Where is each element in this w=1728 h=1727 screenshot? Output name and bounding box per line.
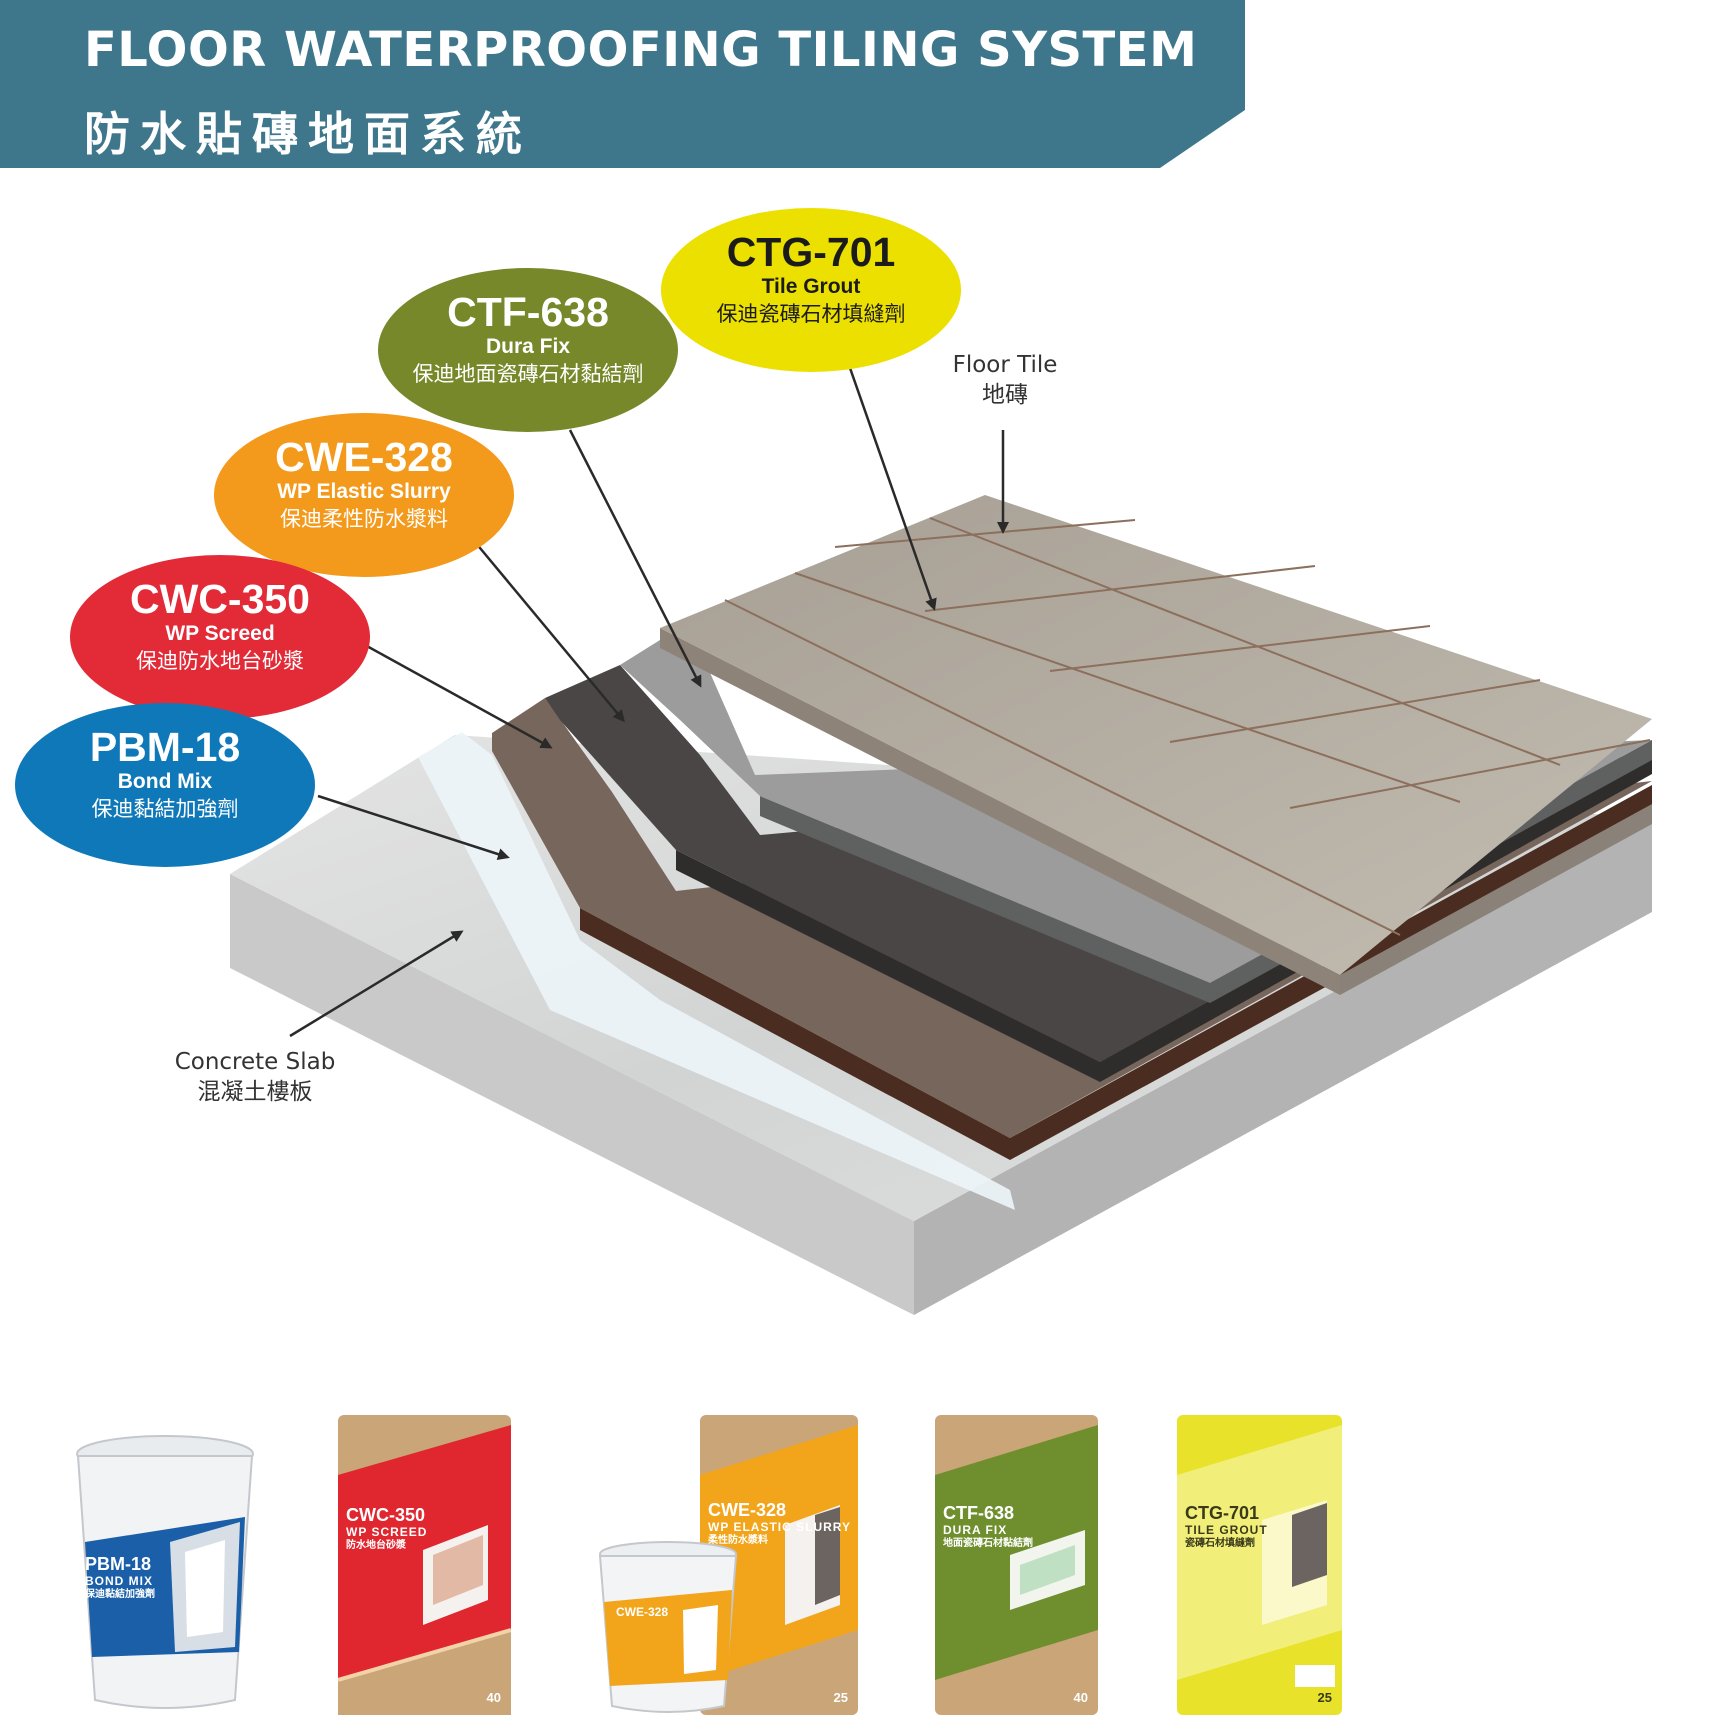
ctf-638-weight: 40 xyxy=(1073,1690,1088,1705)
banner-shape xyxy=(0,0,1245,168)
pbm-18-bucket-label: PBM-18 BOND MIX 保迪黏結加強劑 xyxy=(85,1554,155,1600)
cwe-328-bucket: CWE-328 xyxy=(598,1540,738,1715)
concrete-slab-side-left xyxy=(230,874,914,1315)
ctf-638-bag: CTF-638 DURA FIX 地面瓷磚石材黏結劑 40 xyxy=(935,1415,1098,1715)
cwc-350-name-en: WP Screed xyxy=(165,622,275,645)
cwe-328-code: CWE-328 xyxy=(275,434,453,480)
concrete-slab-label: Concrete Slab 混凝土樓板 xyxy=(150,1047,360,1107)
ctg-701-name-en: Tile Grout xyxy=(761,275,861,298)
cwe-328-callout: CWE-328 WP Elastic Slurry 保迪柔性防水漿料 xyxy=(214,435,514,533)
pbm-18-callout: PBM-18 Bond Mix 保迪黏結加強劑 xyxy=(15,725,315,823)
ctg-701-callout: CTG-701 Tile Grout 保迪瓷磚石材填縫劑 xyxy=(661,230,961,328)
pbm-18-bucket-graphic xyxy=(76,1435,254,1709)
ctg-701-bag-graphic xyxy=(1177,1415,1342,1715)
ctg-701-name-zh: 保迪瓷磚石材填縫劑 xyxy=(716,302,906,326)
ctg-701-weight: 25 xyxy=(1317,1690,1332,1705)
page-title: FLOOR WATERPROOFING TILING SYSTEM xyxy=(84,22,1198,78)
tile-grout-lines xyxy=(724,517,1651,936)
ctg-701-ellipse xyxy=(661,208,961,372)
ctf-638-ellipse xyxy=(378,268,678,432)
cwe-328-bucket-graphic xyxy=(598,1541,738,1713)
cwc-350-code: CWC-350 xyxy=(130,576,310,622)
floor-tile-side-left xyxy=(660,628,1340,995)
floor-tile-top xyxy=(660,495,1652,975)
header-banner: FLOOR WATERPROOFING TILING SYSTEM 防水貼磚地面… xyxy=(0,0,1250,168)
page-subtitle: 防水貼磚地面系統 xyxy=(84,107,532,161)
ctf-638-bag-label: CTF-638 DURA FIX 地面瓷磚石材黏結劑 xyxy=(943,1503,1033,1549)
floor-tile-label: Floor Tile 地磚 xyxy=(915,350,1095,410)
cwe-328-name-en: WP Elastic Slurry xyxy=(277,480,451,503)
pbm-18-ellipse xyxy=(15,703,315,867)
cwe-328-bag-label: CWE-328 WP ELASTIC SLURRY 柔性防水漿料 xyxy=(708,1500,852,1546)
cwe-328-bag: CWE-328 WP ELASTIC SLURRY 柔性防水漿料 25 xyxy=(700,1415,858,1715)
ctf-638-callout: CTF-638 Dura Fix 保迪地面瓷磚石材黏結劑 xyxy=(378,290,678,388)
cwe-328-ellipse xyxy=(214,413,514,577)
wp-screed-side xyxy=(580,785,1652,1160)
concrete-slab-side-front xyxy=(914,818,1652,1315)
ctf-638-code: CTF-638 xyxy=(447,289,609,335)
ctg-701-code: CTG-701 xyxy=(726,229,896,275)
dura-fix-side xyxy=(760,740,1652,1003)
cwc-350-bag-graphic xyxy=(337,1415,512,1715)
floor-tile-label-zh: 地磚 xyxy=(982,382,1028,408)
cwc-350-bag: CWC-350 WP SCREED 防水地台砂漿 40 xyxy=(337,1415,512,1715)
callout-arrows xyxy=(289,367,1009,1038)
pbm-18-name-zh: 保迪黏結加強劑 xyxy=(91,797,239,821)
cwe-328-weight: 25 xyxy=(833,1690,848,1705)
concrete-slab-label-en: Concrete Slab xyxy=(174,1049,336,1075)
cwe-328-bucket-label: CWE-328 xyxy=(616,1605,669,1619)
pbm-18-bucket: PBM-18 BOND MIX 保迪黏結加強劑 xyxy=(75,1432,255,1712)
pbm-18-code: PBM-18 xyxy=(89,724,241,770)
cwe-328-bag-graphic xyxy=(700,1415,858,1715)
ctg-701-bag: CTG-701 TILE GROUT 瓷磚石材填縫劑 25 xyxy=(1177,1415,1342,1715)
cwc-350-ellipse xyxy=(70,555,370,719)
bond-mix-primer-layer xyxy=(418,732,1015,1210)
ctf-638-bag-graphic xyxy=(935,1415,1098,1715)
cwc-350-weight: 40 xyxy=(486,1690,501,1705)
pbm-18-name-en: Bond Mix xyxy=(117,770,213,793)
ctg-701-bag-label: CTG-701 TILE GROUT 瓷磚石材填縫劑 xyxy=(1185,1503,1268,1549)
concrete-slab-label-zh: 混凝土樓板 xyxy=(197,1079,313,1105)
cwc-350-callout: CWC-350 WP Screed 保迪防水地台砂漿 xyxy=(70,577,370,675)
cwc-350-name-zh: 保迪防水地台砂漿 xyxy=(136,649,304,673)
cwc-350-bag-label: CWC-350 WP SCREED 防水地台砂漿 xyxy=(346,1505,428,1551)
ctf-638-name-zh: 保迪地面瓷磚石材黏結劑 xyxy=(412,362,644,386)
ctf-638-name-en: Dura Fix xyxy=(485,335,571,358)
floor-tile-label-en: Floor Tile xyxy=(952,352,1058,378)
cwe-328-name-zh: 保迪柔性防水漿料 xyxy=(280,507,448,531)
floor-tile-side-front xyxy=(1340,804,1652,995)
